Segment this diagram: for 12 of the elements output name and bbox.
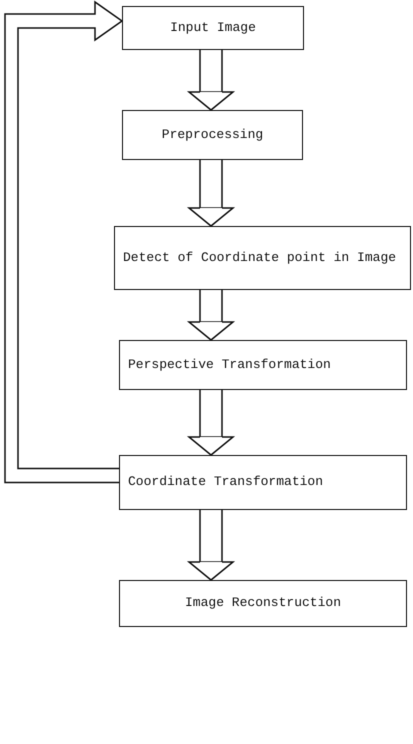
process-box xyxy=(119,340,407,390)
box-label: Input Image xyxy=(170,20,256,36)
box-label: Perspective Transformation xyxy=(128,356,331,374)
box-label: Detect of Coordinate point in Image xyxy=(123,250,396,266)
process-box xyxy=(119,455,407,510)
box-label: Coordinate Transformation xyxy=(128,474,324,491)
box-label: Image Reconstruction xyxy=(184,595,342,612)
box-label: Preprocessing xyxy=(162,126,264,144)
process-box xyxy=(119,580,407,627)
process-box xyxy=(114,226,411,290)
process-box xyxy=(122,6,304,50)
process-box xyxy=(122,110,303,160)
